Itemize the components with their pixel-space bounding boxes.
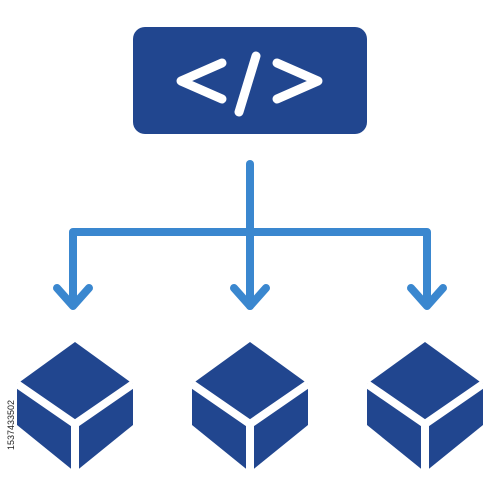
right-arrow-head <box>407 284 447 310</box>
left-angle-bracket <box>176 58 227 104</box>
connector-arrows <box>53 160 447 310</box>
cube-body <box>367 342 483 472</box>
code-box <box>133 27 367 134</box>
left-arrow-head <box>53 284 93 310</box>
cube-icon <box>14 342 136 474</box>
cube-icon <box>364 342 486 474</box>
cube-body <box>192 342 308 472</box>
cube-row <box>14 342 486 474</box>
slash <box>234 51 261 117</box>
code-brackets-icon <box>176 51 323 117</box>
cube-icon <box>189 342 311 474</box>
right-angle-bracket <box>272 58 323 104</box>
cube-body <box>17 342 133 472</box>
center-arrow-head <box>230 284 270 310</box>
stock-id-watermark: 1537433502 <box>6 399 16 450</box>
